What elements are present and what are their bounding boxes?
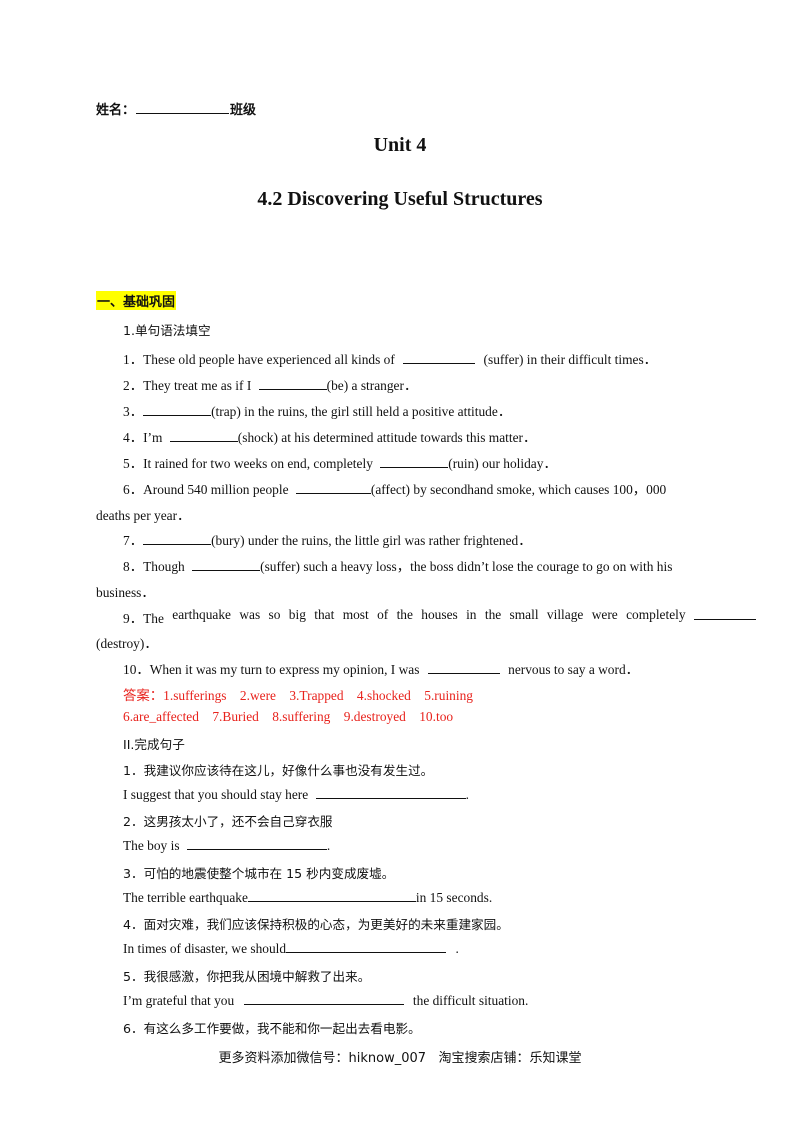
unit-title: Unit 4 bbox=[373, 134, 427, 156]
sentence-2-chinese: 2．这男孩太小了，还不会自己穿衣服 bbox=[123, 814, 333, 829]
q6-text-a: 6．Around 540 million people bbox=[123, 482, 289, 497]
question-3: 3． (trap) in the ruins, the girl still he… bbox=[123, 400, 511, 420]
section-heading: 一、基础巩固 bbox=[96, 291, 177, 310]
q6-blank[interactable] bbox=[295, 481, 371, 494]
q9-word: small bbox=[509, 607, 539, 622]
question-2: 2．They treat me as if I (be) a stranger． bbox=[123, 374, 417, 394]
question-8: 8．Though (suffer) such a heavy loss，the … bbox=[123, 555, 672, 575]
name-class-line: 姓名： 班级 bbox=[96, 99, 256, 118]
q3-text-a: 3． bbox=[123, 404, 144, 419]
s2-blank[interactable] bbox=[186, 837, 327, 850]
q5-text-b: (ruin) our holiday． bbox=[448, 456, 557, 471]
question-10: 10．When it was my turn to express my opi… bbox=[123, 658, 639, 678]
q7-blank[interactable] bbox=[143, 532, 212, 545]
sentence-3-english: The terrible earthquake in 15 seconds. bbox=[123, 889, 492, 906]
s1-blank[interactable] bbox=[315, 786, 466, 799]
q9-word: the bbox=[396, 607, 413, 622]
s3-blank[interactable] bbox=[247, 889, 416, 902]
question-4: 4．I’m (shock) at his determined attitude… bbox=[123, 426, 536, 446]
q9-word: completely bbox=[626, 607, 686, 622]
q9-word: were bbox=[591, 607, 618, 622]
sentence-3-chinese: 3．可怕的地震使整个城市在 15 秒内变成废墟。 bbox=[123, 866, 395, 881]
s4-text-b: . bbox=[455, 941, 459, 956]
q2-text-b: (be) a stranger． bbox=[326, 378, 418, 393]
question-7: 7． (bury) under the ruins, the little gir… bbox=[123, 529, 532, 549]
lesson-subtitle: 4.2 Discovering Useful Structures bbox=[257, 188, 543, 210]
q8-continued: business． bbox=[96, 585, 155, 600]
s5-blank[interactable] bbox=[243, 992, 404, 1005]
s1-text-a: I suggest that you should stay here bbox=[123, 787, 309, 802]
q9-blank[interactable] bbox=[693, 607, 756, 620]
part2-label: II.完成句子 bbox=[123, 737, 185, 752]
part1-label: 1.单句语法填空 bbox=[123, 323, 211, 338]
sentence-5-chinese: 5．我很感激，你把我从困境中解救了出来。 bbox=[123, 969, 371, 984]
q6-continued: deaths per year． bbox=[96, 508, 191, 523]
s3-text-a: The terrible earthquake bbox=[123, 890, 248, 905]
q9-word: was bbox=[239, 607, 261, 622]
question-9: 9．The earthquake was so big that most of… bbox=[123, 607, 756, 627]
s2-text-b: . bbox=[326, 838, 331, 853]
q9-word: village bbox=[546, 607, 584, 622]
s1-text-b: . bbox=[465, 787, 469, 802]
q9-word: of bbox=[377, 607, 389, 622]
q5-blank[interactable] bbox=[380, 455, 449, 468]
q9-word: 9．The bbox=[123, 611, 164, 626]
name-blank[interactable] bbox=[136, 101, 230, 114]
q7-text-b: (bury) under the ruins, the little girl … bbox=[211, 533, 532, 548]
q9-word: so bbox=[268, 607, 281, 622]
q3-text-b: (trap) in the ruins, the girl still held… bbox=[211, 404, 512, 419]
q7-text-a: 7． bbox=[123, 533, 144, 548]
q10-text-b: nervous to say a word． bbox=[508, 662, 640, 677]
question-6: 6．Around 540 million people (affect) by … bbox=[123, 478, 666, 498]
q1-text-a: 1．These old people have experienced all … bbox=[123, 352, 395, 367]
q2-text-a: 2．They treat me as if I bbox=[123, 378, 252, 393]
sentence-4-english: In times of disaster, we should . bbox=[123, 940, 459, 957]
q9-word: the bbox=[484, 607, 502, 622]
s3-text-b: in 15 seconds. bbox=[415, 890, 493, 905]
sentence-2-english: The boy is . bbox=[123, 837, 330, 854]
q4-text-a: 4．I’m bbox=[123, 430, 163, 445]
q9-word: big bbox=[288, 607, 306, 622]
sentence-6-chinese: 6．有这么多工作要做，我不能和你一起出去看电影。 bbox=[123, 1021, 421, 1036]
s4-text-a: In times of disaster, we should bbox=[123, 941, 287, 956]
q6-text-b: (affect) by secondhand smoke, which caus… bbox=[370, 482, 667, 497]
q8-text-b: (suffer) such a heavy loss，the boss didn… bbox=[260, 559, 673, 574]
sentence-4-chinese: 4．面对灾难，我们应该保持积极的心态，为更美好的未来重建家园。 bbox=[123, 917, 509, 932]
s4-blank[interactable] bbox=[286, 940, 447, 953]
answer-key-line-1: 答案：1.sufferings 2.were 3.Trapped 4.shock… bbox=[123, 688, 473, 703]
q1-blank[interactable] bbox=[403, 351, 476, 364]
s5-text-a: I’m grateful that you bbox=[123, 993, 235, 1008]
name-label: 姓名： bbox=[96, 103, 136, 118]
q1-text-b: (suffer) in their difficult times． bbox=[483, 352, 658, 367]
q9-word: earthquake bbox=[172, 607, 231, 622]
q10-text-a: 10．When it was my turn to express my opi… bbox=[123, 662, 420, 677]
q2-blank[interactable] bbox=[258, 377, 327, 390]
q8-text-a: 8．Though bbox=[123, 559, 185, 574]
q8-blank[interactable] bbox=[192, 558, 261, 571]
q10-blank[interactable] bbox=[427, 661, 500, 674]
class-label: 班级 bbox=[230, 103, 257, 118]
s2-text-a: The boy is bbox=[123, 838, 180, 853]
sentence-5-english: I’m grateful that you the difficult situ… bbox=[123, 992, 528, 1009]
q9-word: houses bbox=[421, 607, 458, 622]
q9-continued: (destroy)． bbox=[96, 636, 158, 651]
q4-text-b: (shock) at his determined attitude towar… bbox=[237, 430, 537, 445]
q4-blank[interactable] bbox=[169, 429, 238, 442]
page-footer: 更多资料添加微信号：hiknow_007 淘宝搜索店铺：乐知课堂 bbox=[218, 1051, 582, 1066]
sentence-1-chinese: 1．我建议你应该待在这儿，好像什么事也没有发生过。 bbox=[123, 763, 434, 778]
q3-blank[interactable] bbox=[143, 403, 212, 416]
question-5: 5．It rained for two weeks on end, comple… bbox=[123, 452, 557, 472]
question-1: 1．These old people have experienced all … bbox=[123, 348, 657, 368]
q5-text-a: 5．It rained for two weeks on end, comple… bbox=[123, 456, 373, 471]
q9-word: in bbox=[466, 607, 477, 622]
answer-key-line-2: 6.are_affected 7.Buried 8.suffering 9.de… bbox=[123, 709, 454, 724]
sentence-1-english: I suggest that you should stay here . bbox=[123, 786, 469, 803]
q9-word: most bbox=[342, 607, 369, 622]
q9-word: that bbox=[314, 607, 335, 622]
s5-text-b: the difficult situation. bbox=[412, 993, 529, 1008]
